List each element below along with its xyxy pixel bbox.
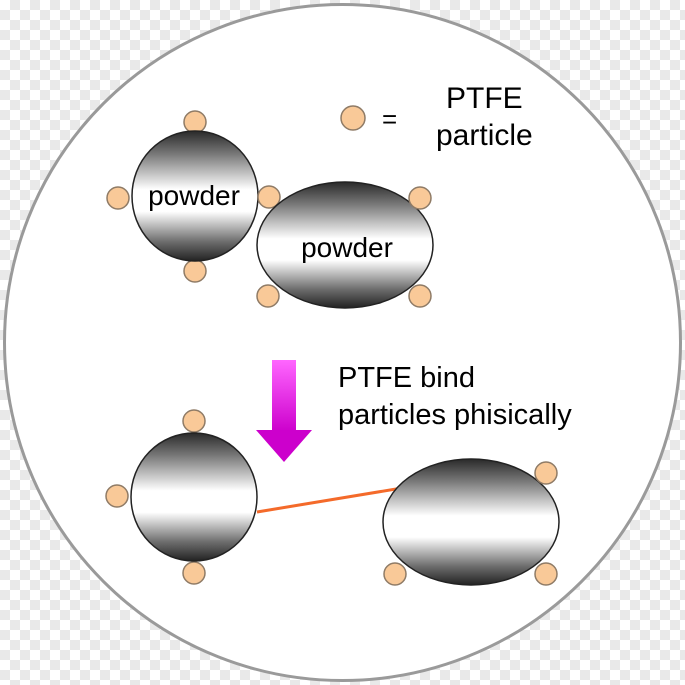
background-circle <box>3 3 682 682</box>
ptfe-particle <box>182 409 206 433</box>
powder-particle-bound-left <box>130 432 258 562</box>
ptfe-particle <box>182 561 206 585</box>
powder-particle-bound-right <box>382 458 560 586</box>
powder-label-right: powder <box>301 232 393 263</box>
before-binding-group: powder powder <box>106 110 434 309</box>
ptfe-particle <box>183 110 207 134</box>
process-label-line2: particles phisically <box>338 399 572 431</box>
legend-label-line2: particle <box>436 119 533 152</box>
powder-label-left: powder <box>148 180 240 211</box>
ptfe-particle <box>257 185 281 209</box>
ptfe-fibril-bond <box>256 485 409 514</box>
ptfe-particle <box>105 484 129 508</box>
legend-label-line1: PTFE <box>446 82 523 115</box>
legend-equals: = <box>382 104 397 134</box>
ptfe-particle <box>106 186 130 210</box>
ptfe-particle <box>183 259 207 283</box>
down-arrow-icon <box>256 360 312 462</box>
legend-particle-icon <box>340 105 366 131</box>
ptfe-particle <box>408 284 432 308</box>
powder-particle-right <box>256 181 434 309</box>
ptfe-particle <box>534 562 558 586</box>
ptfe-particle <box>534 461 558 485</box>
legend: = PTFE particle <box>340 82 533 152</box>
ptfe-particle <box>383 562 407 586</box>
process-label-line1: PTFE bind <box>338 362 475 394</box>
after-binding-group <box>105 409 560 586</box>
ptfe-particle <box>256 284 280 308</box>
ptfe-particle <box>408 186 432 210</box>
